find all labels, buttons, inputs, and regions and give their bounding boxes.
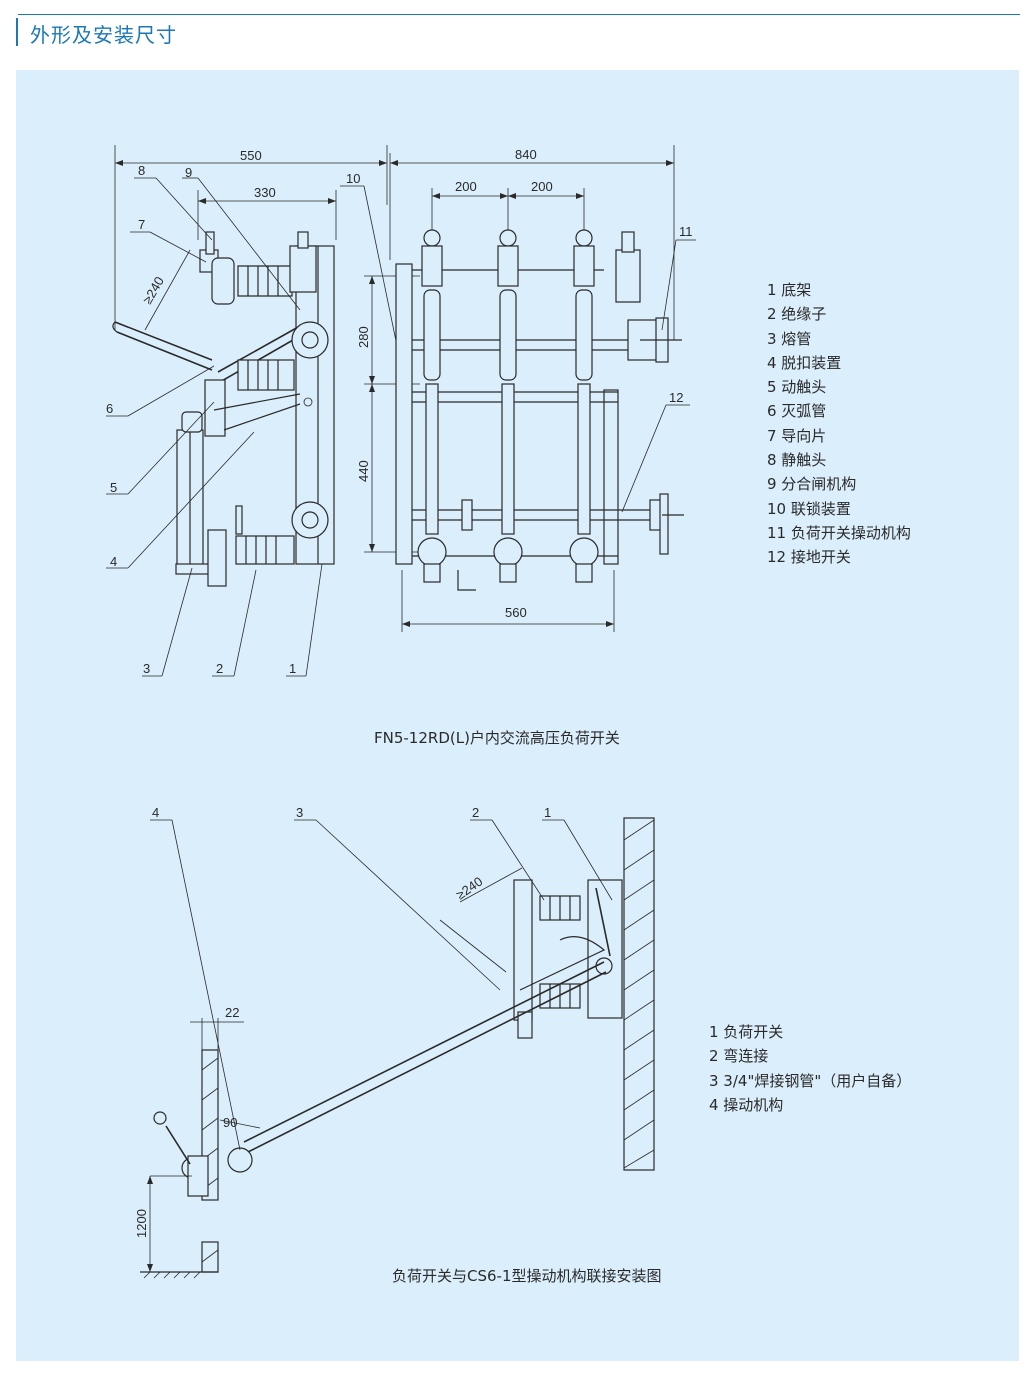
callout2-1: 1 xyxy=(544,805,551,820)
callout-5: 5 xyxy=(110,480,117,495)
dim-22: 22 xyxy=(225,1005,239,1020)
dim-440: 440 xyxy=(356,460,371,482)
section-header: 外形及安装尺寸 xyxy=(16,12,1020,47)
callout-10: 10 xyxy=(346,171,360,186)
front-view-callouts xyxy=(621,239,696,513)
pole-a xyxy=(417,229,447,583)
legend-item: 1 负荷开关 xyxy=(709,1023,784,1041)
legend-item: 11 负荷开关操动机构 xyxy=(767,523,911,542)
side-view-callouts xyxy=(106,177,403,677)
dim-90: 90 xyxy=(223,1115,237,1130)
legend-item: 6 灭弧管 xyxy=(767,402,827,421)
dim-240: ≥240 xyxy=(140,274,167,306)
dim2-240: ≥240 xyxy=(453,874,485,903)
legend-item: 3 熔管 xyxy=(767,329,812,348)
callout2-3: 3 xyxy=(296,805,303,820)
callout-12: 12 xyxy=(669,390,683,405)
callout2-4: 4 xyxy=(152,805,159,820)
dim-560: 560 xyxy=(505,605,527,620)
legend-item: 1 底架 xyxy=(767,281,812,299)
legend-item: 12 接地开关 xyxy=(767,548,851,567)
legend-item: 9 分合闸机构 xyxy=(767,475,857,494)
legend-item: 4 操动机构 xyxy=(709,1095,784,1114)
callout-11: 11 xyxy=(679,224,693,239)
section-title: 外形及安装尺寸 xyxy=(30,23,177,47)
dim-330: 330 xyxy=(254,185,276,200)
dim-200-a: 200 xyxy=(455,179,477,194)
callout-2: 2 xyxy=(216,661,223,676)
header-rule xyxy=(18,14,1020,15)
legend-installation: 1 负荷开关 2 弯连接 3 3/4"焊接钢管"（用户自备） 4 操动机构 xyxy=(709,1020,911,1117)
legend-item: 8 静触头 xyxy=(767,451,827,470)
diagram1-caption: FN5-12RD(L)户内交流高压负荷开关 xyxy=(374,729,620,747)
dim-840: 840 xyxy=(515,147,537,162)
diagram2-caption: 负荷开关与CS6-1型操动机构联接安装图 xyxy=(392,1267,662,1285)
dim-280: 280 xyxy=(356,326,371,348)
legend-item: 3 3/4"焊接钢管"（用户自备） xyxy=(709,1071,912,1090)
legend-item: 2 绝缘子 xyxy=(767,305,827,324)
legend-item: 5 动触头 xyxy=(767,378,827,397)
callout-9: 9 xyxy=(185,165,192,180)
callout2-2: 2 xyxy=(472,805,479,820)
dim-550: 550 xyxy=(240,148,262,163)
callout-3: 3 xyxy=(143,661,150,676)
dim-200-b: 200 xyxy=(531,179,553,194)
header-accent-bar xyxy=(16,18,18,46)
callout-4: 4 xyxy=(110,554,117,569)
legend-parts: 1 底架 2 绝缘子 3 熔管 4 脱扣装置 5 动触头 6 灭弧管 7 导向片… xyxy=(767,278,911,570)
pole-b xyxy=(493,229,523,583)
legend-item: 2 弯连接 xyxy=(709,1047,769,1066)
callout-6: 6 xyxy=(106,401,113,416)
installation-drawing xyxy=(140,817,655,1279)
callout-1: 1 xyxy=(289,661,296,676)
legend-item: 7 导向片 xyxy=(767,426,827,445)
legend-item: 10 联锁装置 xyxy=(767,499,851,518)
callout-8: 8 xyxy=(138,163,145,178)
legend-item: 4 脱扣装置 xyxy=(767,353,842,372)
dim-1200: 1200 xyxy=(134,1209,149,1238)
pole-c xyxy=(569,229,599,583)
side-view-drawing xyxy=(112,145,388,587)
callout-7: 7 xyxy=(138,217,145,232)
front-view-drawing xyxy=(364,145,684,632)
